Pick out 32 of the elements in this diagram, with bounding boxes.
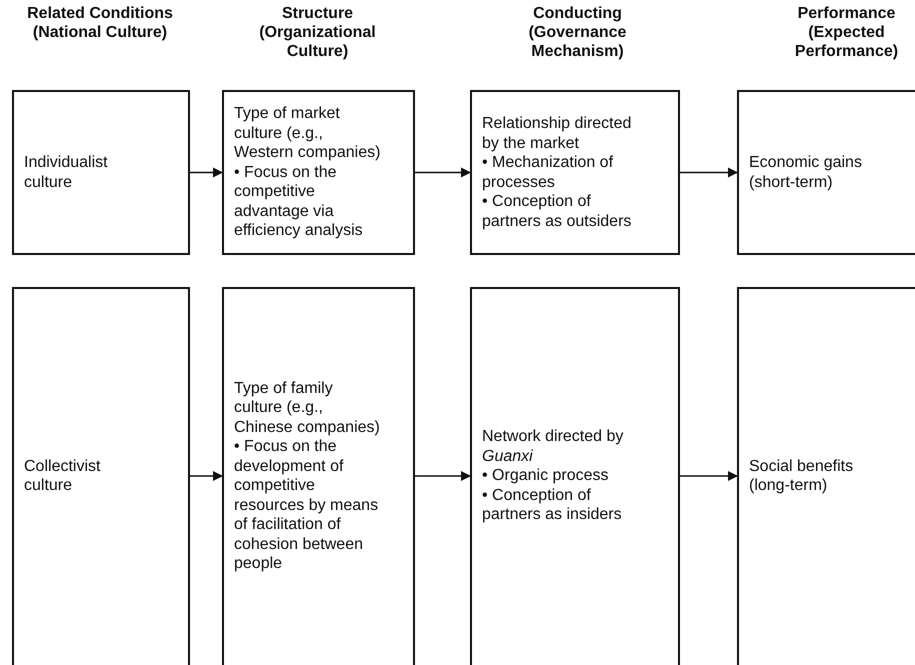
box-text: • Focus on the development of competitive resources by means of facilitation of cohesion between people [234,437,380,574]
text-box [12,287,190,665]
box-text: • Conception of partners as insiders [482,486,623,525]
arrow [190,471,223,481]
box-text: • Mechanization of processes [482,153,614,192]
text-box [222,90,415,255]
arrow [680,168,738,178]
text-box [737,287,915,665]
arrow [415,168,471,178]
column-heading: Structure (Organizational Culture) [258,4,377,61]
box-text: • Focus on the competitive advantage via efficiency analysis [234,162,364,241]
arrow [415,471,471,481]
box-text: Social benefits (long-term) [749,456,854,496]
text-box [12,90,190,255]
box-text: Relationship directed by the market [482,114,632,153]
column-heading: Related Conditions (National Culture) [26,4,174,42]
column-heading: Conducting (Governance Mechanism) [528,4,628,61]
box-text: • Conception of partners as outsiders [482,192,632,231]
box-text: Type of market culture (e.g., Western companies) [234,104,382,163]
box-text: Network directed by Guanxi [482,427,624,466]
box-text: Type of family culture (e.g., Chinese companies) [234,378,381,437]
arrow [190,168,223,178]
box-text: Individualist culture [24,153,109,192]
box-text: Collectivist culture [24,456,102,496]
arrow [680,471,738,481]
text-box [222,287,415,665]
text-box [737,90,915,255]
box-text: • Organic process [482,466,610,486]
column-heading: Performance (Expected Performance) [794,4,900,61]
text-box [470,287,680,665]
text-box [470,90,680,255]
box-text: Economic gains (short-term) [749,153,863,192]
